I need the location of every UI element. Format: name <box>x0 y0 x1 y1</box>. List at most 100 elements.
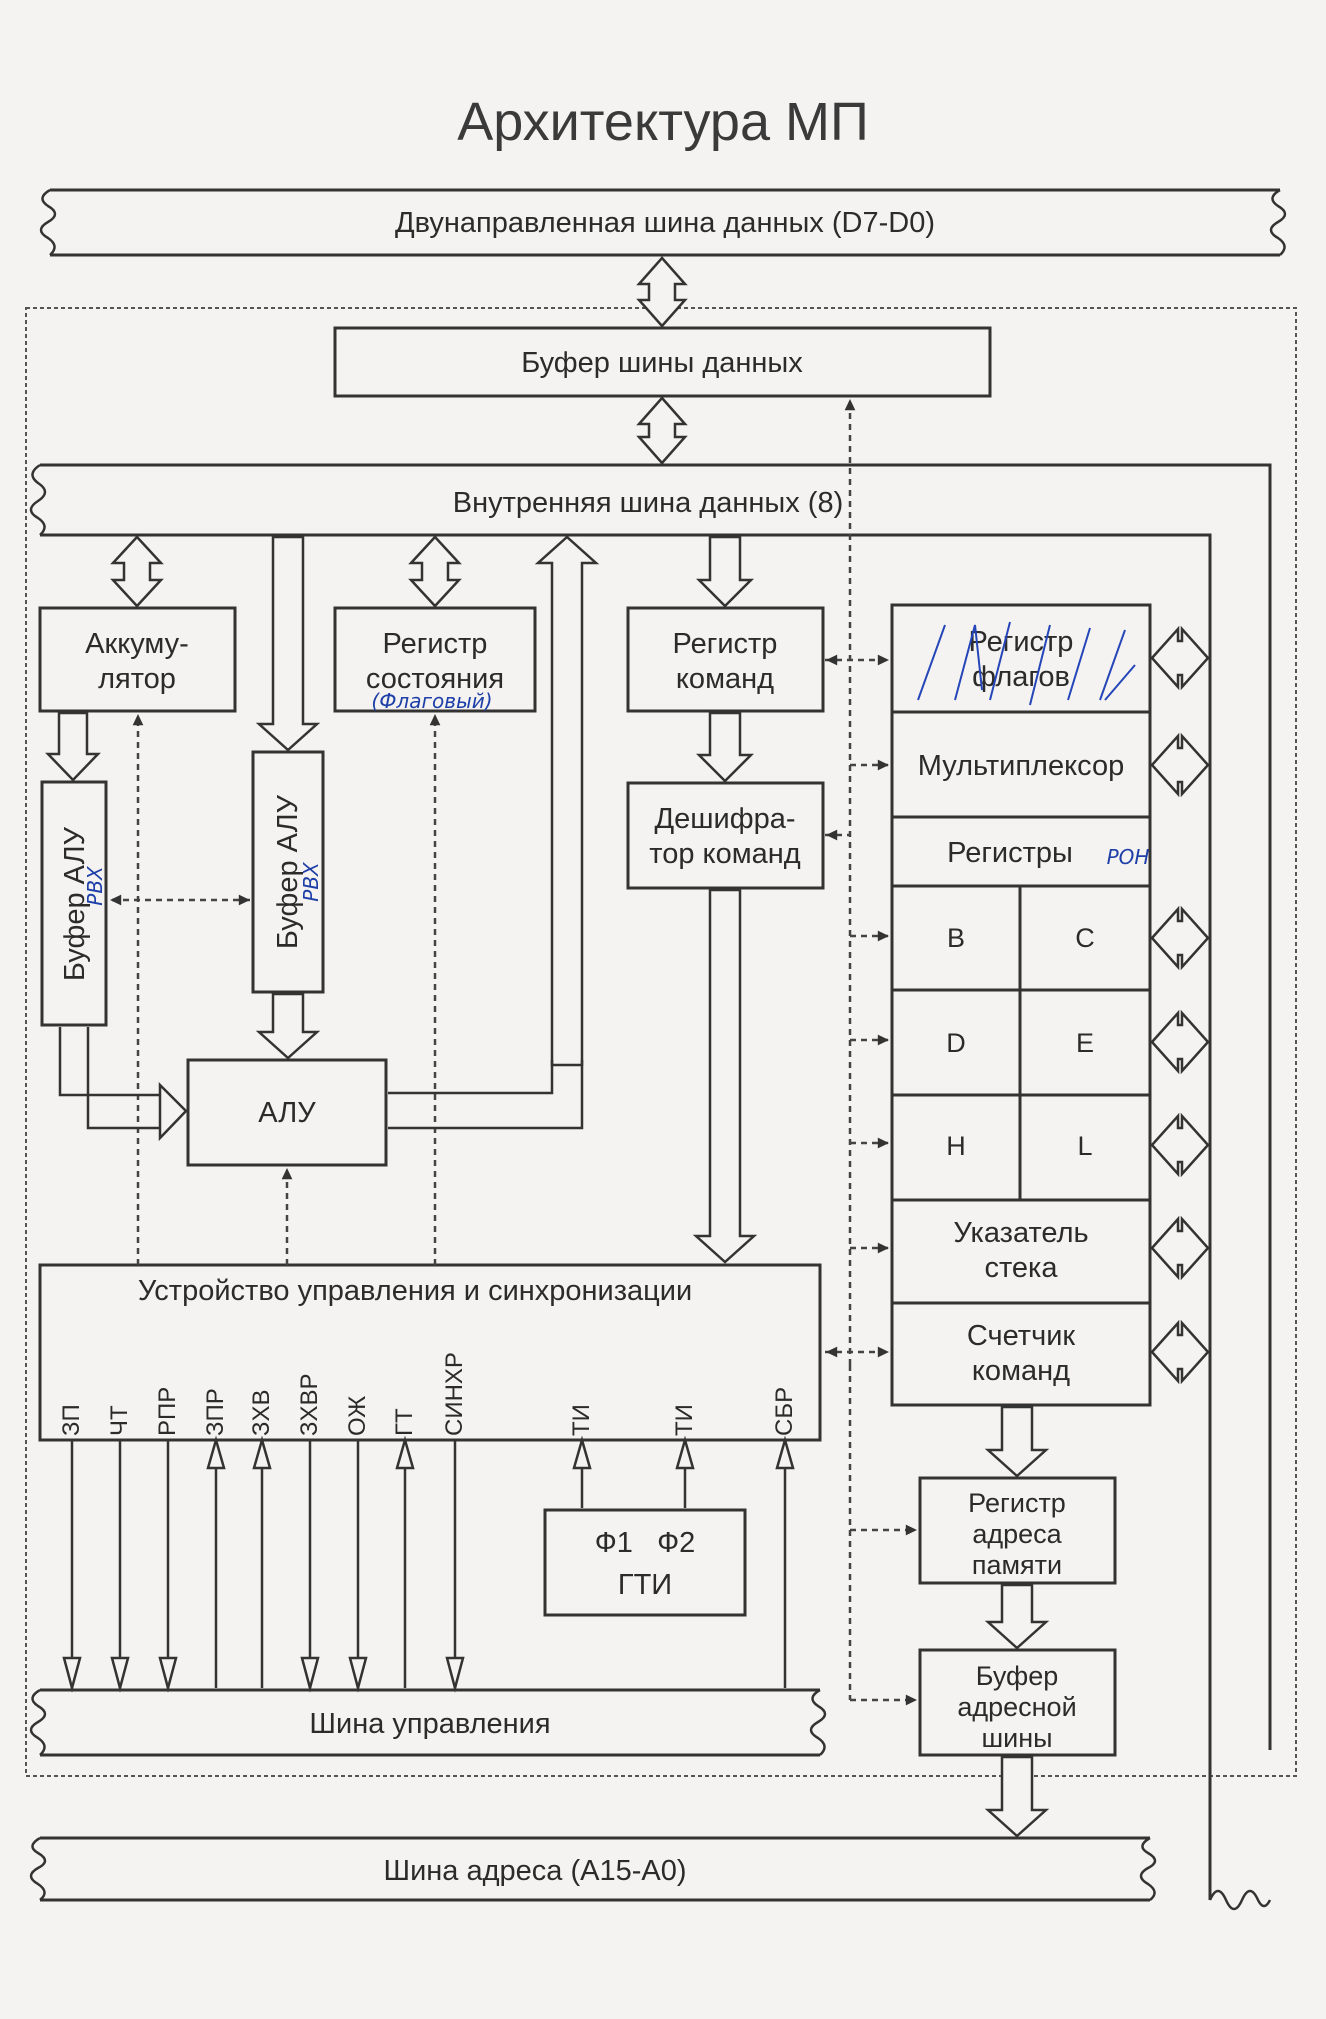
control-unit-box <box>38 1263 822 1442</box>
address-bus-left-break <box>29 1836 47 1901</box>
instruction-decoder-label-2: тор команд <box>649 838 800 870</box>
signal-arrow-up <box>572 1435 592 1470</box>
register-d: D <box>946 1028 966 1058</box>
control-unit-ctrl-arrowhead <box>826 1346 838 1358</box>
arrow-internal-bus-alu-buffer <box>255 535 321 752</box>
signal-arrow-up <box>675 1435 695 1470</box>
register-l: L <box>1077 1131 1092 1161</box>
register-ctrl-arrowhead-4 <box>877 1137 889 1149</box>
control-signal-label: ЗХВ <box>248 1389 275 1436</box>
internal-bus-label: Внутренняя шина данных (8) <box>453 487 843 519</box>
dashed-arrowheads <box>110 399 917 1706</box>
arrow-registers-de <box>1150 1009 1210 1075</box>
address-bus-edges <box>40 1836 1150 1902</box>
control-signal-2: РПР <box>154 1387 181 1693</box>
memory-address-register-label-2: адреса <box>972 1519 1062 1549</box>
status-ctrl-arrowhead <box>429 714 441 726</box>
control-signal-label: ЗПР <box>202 1388 229 1436</box>
control-bus: Шина управления <box>29 1688 827 1757</box>
instr-reg-ctrl-arrowhead <box>826 654 838 666</box>
control-signal-11: СБР <box>771 1387 798 1688</box>
status-register-handwritten-note: (Флаговый) <box>371 689 492 713</box>
arrow-decoder-to-control-unit <box>692 888 758 1264</box>
arrow-stack-pointer <box>1150 1215 1210 1281</box>
chip-boundary <box>25 307 1297 1777</box>
address-bus: Шина адреса (А15-А0) <box>29 1836 1157 1902</box>
address-bus-buffer-label-3: шины <box>981 1723 1052 1753</box>
control-signal-3: ЗПР <box>202 1388 229 1688</box>
status-register-label-1: Регистр <box>383 628 488 660</box>
alu-buffer-right-label: Буфер АЛУ <box>272 794 304 949</box>
control-signal-9: ТИ <box>568 1404 595 1508</box>
control-signal-0: ЗП <box>58 1404 85 1693</box>
stack-pointer-label-1: Указатель <box>953 1217 1088 1249</box>
signal-arrow-up <box>252 1435 272 1470</box>
accumulator-box <box>38 606 237 713</box>
register-b: B <box>947 923 965 953</box>
memory-address-register-label-3: памяти <box>972 1550 1062 1580</box>
instruction-register-label-2: команд <box>676 663 774 695</box>
register-ctrl-arrowhead-3 <box>877 1034 889 1046</box>
flags-register-scribble <box>917 621 1136 706</box>
flags-register-label-2: флагов <box>972 661 1070 693</box>
arrow-alu-buffer-to-alu <box>255 992 321 1060</box>
register-ctrl-arrowhead-5 <box>877 1242 889 1254</box>
register-ctrl-arrowhead-1 <box>877 759 889 771</box>
signal-arrow-down <box>158 1656 178 1693</box>
decoder-ctrl-arrowhead <box>826 829 838 841</box>
control-signal-label: ЗП <box>58 1404 85 1436</box>
control-bus-label: Шина управления <box>309 1708 550 1740</box>
arrow-registers-bc <box>1150 905 1210 971</box>
bus-transfer-arrows <box>45 256 1210 1838</box>
alu-buffer-left-to-alu-path <box>58 1027 160 1130</box>
address-bus-buffer-label-2: адресной <box>957 1692 1076 1722</box>
data-bus-label: Двунаправленная шина данных (D7-D0) <box>395 207 935 239</box>
address-bus-label: Шина адреса (А15-А0) <box>383 1855 686 1887</box>
alu-buffer-left-box <box>40 780 108 1027</box>
register-e: E <box>1076 1028 1094 1058</box>
arrow-pc-to-mar <box>984 1405 1050 1478</box>
alu-output-path <box>388 1060 584 1130</box>
arrow-databus-to-buffer <box>636 256 688 328</box>
alu-buffer-left-note: РВХ <box>83 865 107 906</box>
arrow-internal-bus-status <box>408 535 462 608</box>
arrow-multiplexer <box>1150 732 1210 798</box>
external-data-bus: Двунаправленная шина данных (D7-D0) <box>39 188 1287 257</box>
internal-bus-edges <box>40 463 1272 1900</box>
internal-bus-bottom-break <box>1208 1889 1272 1911</box>
registers-header-label: Регистры <box>947 837 1073 869</box>
control-signal-1: ЧТ <box>106 1405 133 1693</box>
address-bus-buffer-label-1: Буфер <box>976 1661 1059 1691</box>
buffer-ctrl-arrowhead <box>844 399 856 411</box>
registers-handwritten-note: РОН <box>1107 845 1150 869</box>
arrow-program-counter <box>1150 1319 1210 1385</box>
control-bus-right-break <box>809 1688 827 1756</box>
signal-arrow-up <box>395 1435 415 1470</box>
control-signal-label: РПР <box>154 1387 181 1436</box>
internal-data-bus: Внутренняя шина данных (8) <box>29 463 1272 1911</box>
control-signal-label: ТИ <box>568 1404 595 1436</box>
control-signal-label: ТИ <box>671 1404 698 1436</box>
arrow-buffer-to-internal-bus <box>636 396 688 465</box>
alu-buffer-left-label: Буфер АЛУ <box>59 826 91 981</box>
control-signal-5: ЗХВР <box>296 1373 323 1693</box>
control-signal-8: СИНХР <box>441 1352 468 1693</box>
address-bus-buffer-box <box>918 1648 1117 1757</box>
register-c: C <box>1075 923 1095 953</box>
control-unit-label: Устройство управления и синхронизации <box>138 1275 692 1307</box>
data-bus-left-break <box>39 188 57 256</box>
memory-address-register-label-1: Регистр <box>968 1488 1066 1518</box>
program-counter-label-2: команд <box>972 1355 1070 1387</box>
signal-arrow-down <box>348 1656 368 1693</box>
arrow-address-buffer-to-address-bus <box>984 1755 1050 1838</box>
data-bus-edges <box>50 188 1280 257</box>
data-bus-buffer-label: Буфер шины данных <box>521 347 803 379</box>
diagram-title: Архитектура МП <box>457 92 869 152</box>
data-bus-right-break <box>1269 188 1287 256</box>
alu-label: АЛУ <box>258 1097 316 1129</box>
register-ctrl-arrowhead-2 <box>877 930 889 942</box>
signal-arrow-down <box>62 1656 82 1693</box>
signal-arrow-down <box>445 1656 465 1693</box>
